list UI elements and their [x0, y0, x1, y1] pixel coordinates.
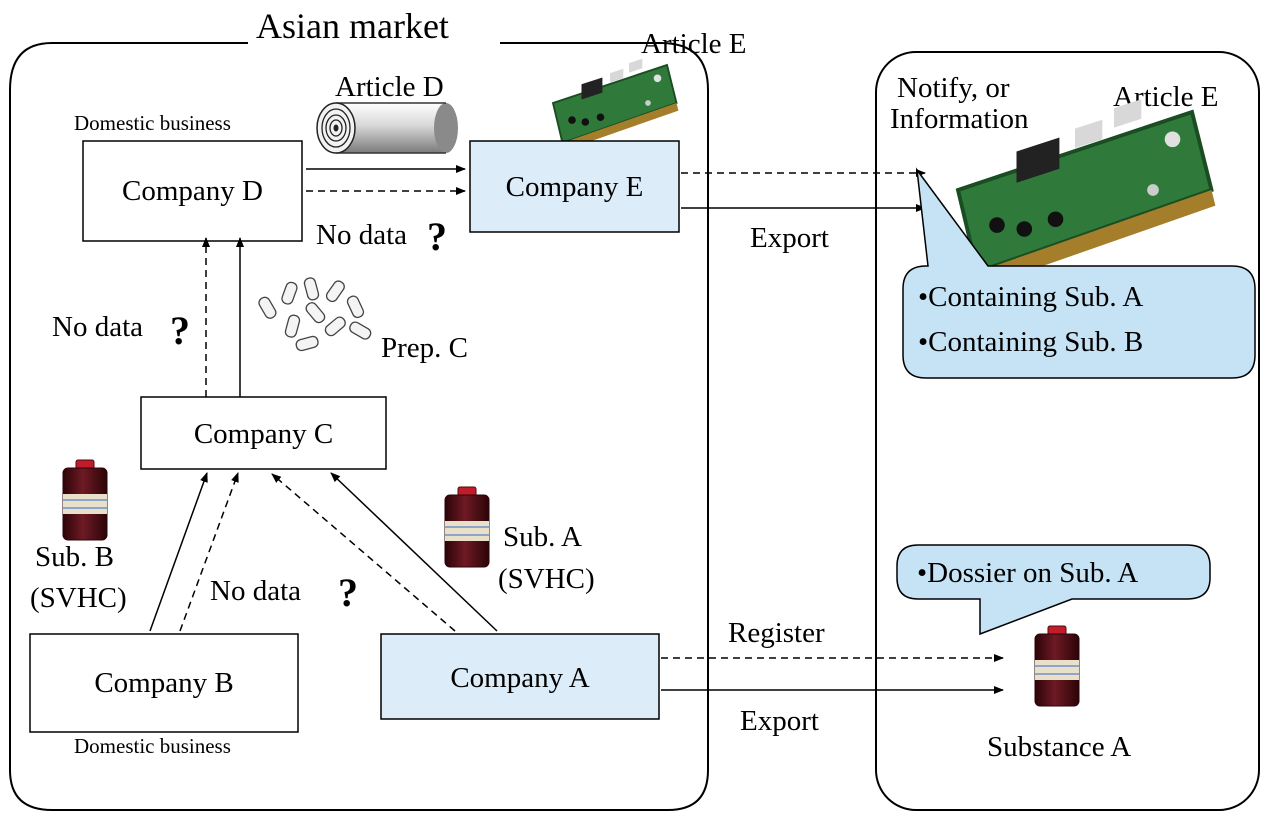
sub-a-bottle-icon — [444, 486, 490, 568]
containing-substances-callout — [902, 167, 1256, 379]
article-e-pcb-small-icon — [552, 57, 680, 152]
question-mark-cd: ? — [170, 308, 190, 353]
notify-label-line2: Information — [890, 103, 1029, 135]
prep-c-label: Prep. C — [381, 332, 468, 364]
company-d-box — [82, 140, 303, 242]
article-e-top-label: Article E — [641, 28, 746, 60]
company-b-label: Company B — [94, 667, 233, 699]
no-data-bc-label: No data — [210, 575, 301, 607]
asian-market-label: Asian market — [256, 6, 449, 46]
callout-info-line1: •Containing Sub. A — [918, 281, 1143, 313]
article-d-label: Article D — [335, 71, 444, 103]
b-to-c-solid-arrow — [149, 472, 208, 632]
question-mark-bc: ? — [338, 570, 358, 615]
export-label-top: Export — [750, 222, 829, 254]
company-d-label: Company D — [122, 175, 263, 207]
question-mark-de: ? — [427, 214, 447, 259]
domestic-business-bottom-label: Domestic business — [74, 734, 231, 758]
company-e-box — [469, 140, 680, 233]
company-e-label: Company E — [506, 171, 644, 203]
asian-market-region — [9, 42, 709, 811]
prep-c-capsules-icon — [258, 277, 372, 352]
callout-dossier-text: •Dossier on Sub. A — [917, 557, 1138, 589]
register-label: Register — [728, 617, 825, 649]
sub-a-label-line1: Sub. A — [503, 521, 582, 553]
substance-a-label: Substance A — [987, 731, 1131, 763]
a-to-c-solid-arrow — [330, 472, 498, 632]
sub-b-bottle-icon — [62, 459, 108, 541]
notify-label-line1: Notify, or — [897, 72, 1010, 104]
no-data-de-label: No data — [316, 219, 407, 251]
no-data-cd-label: No data — [52, 311, 143, 343]
dossier-callout — [896, 544, 1211, 636]
sub-a-label-line2: (SVHC) — [498, 563, 595, 595]
export-label-bottom: Export — [740, 705, 819, 737]
domestic-business-top-label: Domestic business — [74, 111, 231, 135]
sub-b-label-line2: (SVHC) — [30, 582, 127, 614]
company-a-box — [380, 633, 660, 720]
substance-a-bottle-icon — [1034, 625, 1080, 707]
b-to-c-dashed-arrow — [179, 472, 239, 632]
company-c-label: Company C — [194, 418, 333, 450]
company-b-box — [29, 633, 299, 733]
article-d-roll-icon — [316, 102, 458, 154]
eu-market-region — [875, 51, 1260, 811]
company-a-label: Company A — [450, 662, 589, 694]
company-c-box — [140, 396, 387, 470]
callout-info-line2: •Containing Sub. B — [918, 326, 1143, 358]
sub-b-label-line1: Sub. B — [35, 541, 114, 573]
a-to-c-dashed-arrow — [271, 473, 456, 632]
